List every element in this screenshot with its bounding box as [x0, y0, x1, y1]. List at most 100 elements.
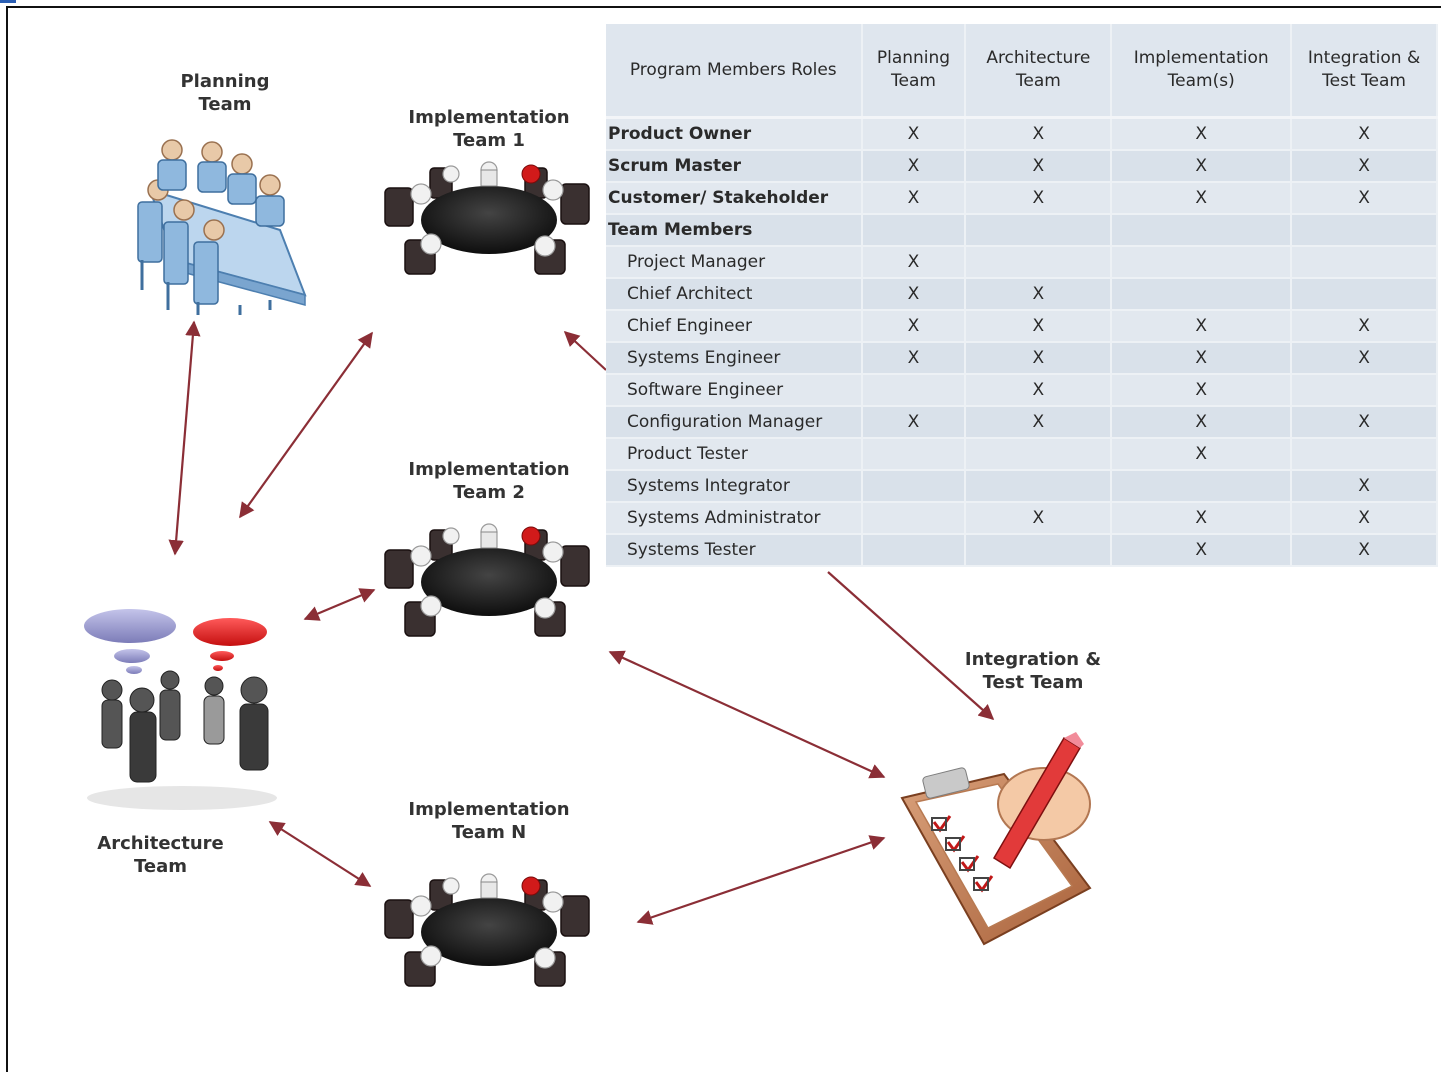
role-mark-cell: X — [861, 310, 967, 343]
role-mark-cell — [965, 214, 1113, 247]
role-mark-cell: X — [965, 150, 1113, 183]
role-mark-cell: X — [965, 117, 1113, 151]
role-name-cell: Chief Architect — [606, 278, 863, 311]
role-mark-cell: X — [861, 150, 967, 183]
role-mark-cell — [1291, 278, 1438, 311]
role-name-cell: Scrum Master — [606, 150, 863, 183]
arrow-table-integration — [827, 571, 995, 721]
arrow-architecture-implN — [268, 821, 372, 887]
role-mark-cell: X — [1111, 150, 1293, 183]
role-mark-cell: X — [1291, 406, 1438, 439]
role-mark-cell: X — [1111, 502, 1293, 535]
role-mark-cell: X — [1291, 342, 1438, 375]
role-mark-cell — [965, 534, 1113, 567]
role-name-cell: Systems Integrator — [606, 470, 863, 503]
clipboard-checklist-icon — [900, 732, 1092, 946]
planning-team-label: Planning Team — [180, 71, 270, 115]
role-mark-cell: X — [1291, 117, 1438, 151]
role-mark-cell — [861, 470, 967, 503]
role-mark-cell: X — [1291, 534, 1438, 567]
role-name-cell: Software Engineer — [606, 374, 863, 407]
round-table-meeting-icon — [384, 161, 590, 275]
role-mark-cell: X — [861, 278, 967, 311]
role-mark-cell: X — [1291, 502, 1438, 535]
role-mark-cell: X — [965, 182, 1113, 215]
role-name-cell: Customer/ Stakeholder — [606, 182, 863, 215]
meeting-table-people-icon — [137, 139, 307, 315]
role-mark-cell: X — [861, 342, 967, 375]
role-mark-cell — [861, 534, 967, 567]
role-mark-cell — [1291, 374, 1438, 407]
role-mark-cell: X — [861, 246, 967, 279]
role-mark-cell — [1291, 214, 1438, 247]
role-mark-cell — [1111, 470, 1293, 503]
role-mark-cell: X — [861, 117, 967, 151]
role-mark-cell: X — [965, 502, 1113, 535]
roles-matrix-table: Program Members Roles Planning Team Arch… — [606, 24, 1438, 567]
role-mark-cell: X — [1111, 182, 1293, 215]
role-mark-cell — [965, 246, 1113, 279]
role-mark-cell: X — [965, 342, 1113, 375]
connector-arrows — [168, 320, 995, 925]
role-mark-cell: X — [1111, 310, 1293, 343]
impl-team-2-label: Implementation Team 2 — [408, 459, 570, 503]
header-architecture-team: Architecture Team — [965, 24, 1113, 119]
role-mark-cell: X — [1291, 182, 1438, 215]
role-name-cell: Team Members — [606, 214, 863, 247]
role-mark-cell — [1291, 438, 1438, 471]
header-roles: Program Members Roles — [606, 24, 863, 119]
table-row: Team Members — [606, 214, 1438, 247]
role-mark-cell — [861, 214, 967, 247]
role-mark-cell — [861, 374, 967, 407]
role-name-cell: Chief Engineer — [606, 310, 863, 343]
arrow-impl1-architecture — [239, 331, 373, 519]
role-mark-cell: X — [1291, 150, 1438, 183]
table-header-row: Program Members Roles Planning Team Arch… — [606, 24, 1438, 119]
corner-mark — [0, 0, 16, 3]
round-table-meeting-icon — [384, 523, 590, 637]
role-mark-cell — [1111, 214, 1293, 247]
arrow-impl2-architecture — [303, 588, 376, 621]
role-mark-cell: X — [1291, 310, 1438, 343]
arrow-planning-architecture — [168, 320, 201, 556]
role-mark-cell: X — [1111, 406, 1293, 439]
role-mark-cell — [1291, 246, 1438, 279]
role-mark-cell — [861, 438, 967, 471]
role-mark-cell: X — [1111, 438, 1293, 471]
role-mark-cell — [965, 470, 1113, 503]
arrow-impl2-integration — [608, 650, 886, 779]
diagram-frame — [6, 6, 1441, 1072]
role-mark-cell: X — [861, 182, 967, 215]
integration-test-team-label: Integration & Test Team — [964, 649, 1102, 693]
role-mark-cell — [1111, 246, 1293, 279]
role-mark-cell: X — [1111, 534, 1293, 567]
role-name-cell: Systems Engineer — [606, 342, 863, 375]
role-mark-cell — [861, 502, 967, 535]
header-implementation-teams: Implementation Team(s) — [1111, 24, 1293, 119]
header-planning-team: Planning Team — [861, 24, 967, 119]
role-name-cell: Product Tester — [606, 438, 863, 471]
header-integration-test-team: Integration & Test Team — [1291, 24, 1438, 119]
role-name-cell: Project Manager — [606, 246, 863, 279]
impl-team-1-label: Implementation Team 1 — [408, 107, 570, 151]
arrow-implN-integration — [636, 835, 886, 925]
discussion-figures-icon — [84, 609, 277, 810]
role-name-cell: Systems Administrator — [606, 502, 863, 535]
role-mark-cell: X — [1111, 342, 1293, 375]
round-table-meeting-icon — [384, 873, 590, 987]
architecture-team-label: Architecture Team — [97, 833, 224, 877]
role-mark-cell: X — [861, 406, 967, 439]
role-name-cell: Configuration Manager — [606, 406, 863, 439]
